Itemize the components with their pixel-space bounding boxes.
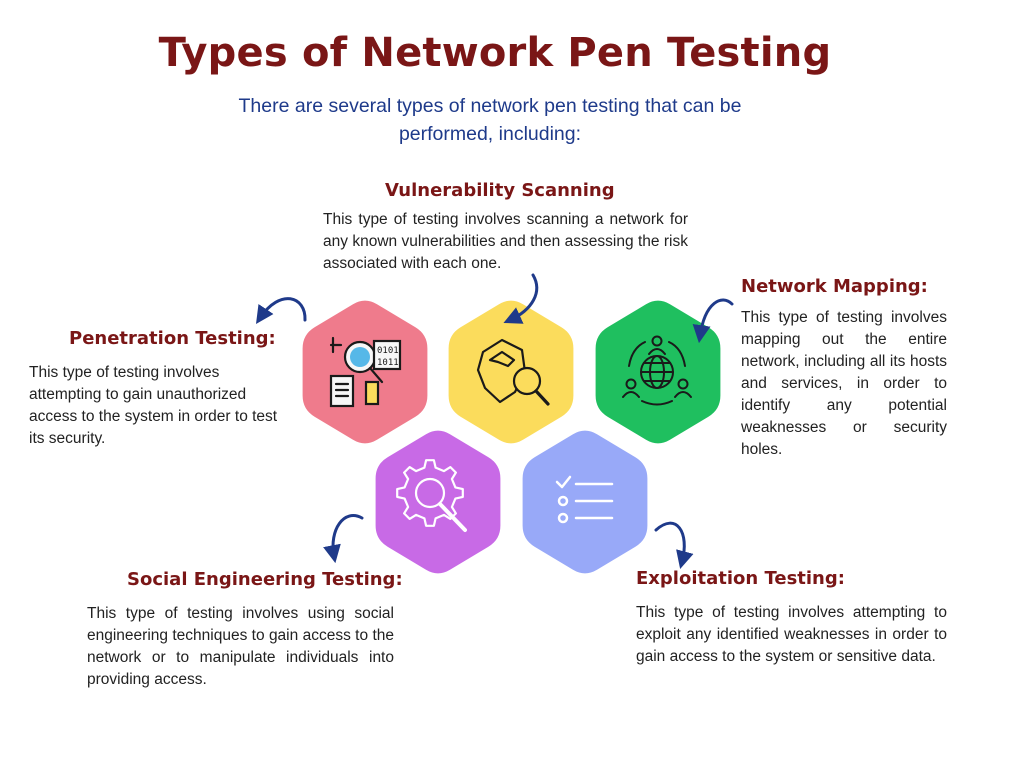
hexagon-group — [302, 300, 721, 574]
vulnerability-scanning-description: This type of testing involves scanning a… — [323, 211, 688, 272]
social-engineering-testing-heading: Social Engineering Testing: — [127, 569, 403, 590]
arrow-to-mapping — [692, 298, 734, 344]
svg-text:0101: 0101 — [377, 346, 399, 356]
vulnerability-scanning-heading: Vulnerability Scanning — [385, 180, 615, 201]
shield-magnifier-icon — [476, 338, 550, 406]
arrow-to-exploitation — [654, 521, 694, 569]
globe-network-icon — [622, 335, 692, 406]
page-subtitle: There are several types of network pen t… — [238, 95, 742, 145]
hexagon-social — [375, 430, 501, 574]
hexagon-vulnerability — [448, 300, 574, 444]
exploitation-testing-description: This type of testing involves attempting… — [636, 604, 947, 665]
checklist-icon — [555, 475, 614, 524]
arrow-to-social — [323, 514, 364, 564]
network-mapping-description: This type of testing involves mapping ou… — [741, 309, 947, 458]
svg-text:1011: 1011 — [377, 358, 399, 368]
arrow-to-penetration — [256, 297, 307, 324]
penetration-testing-description: This type of testing involves attempting… — [29, 364, 278, 447]
network-mapping-heading: Network Mapping: — [741, 276, 928, 297]
exploitation-testing-heading: Exploitation Testing: — [636, 568, 845, 589]
arrow-to-vulnerability — [503, 273, 539, 324]
binary-magnifier-icon: 0101 1011 — [329, 336, 402, 408]
penetration-testing-heading: Penetration Testing: — [69, 328, 276, 349]
page-title: Types of Network Pen Testing — [158, 30, 832, 76]
gear-magnifier-icon — [396, 459, 467, 532]
social-engineering-testing-description: This type of testing involves using soci… — [87, 605, 394, 688]
